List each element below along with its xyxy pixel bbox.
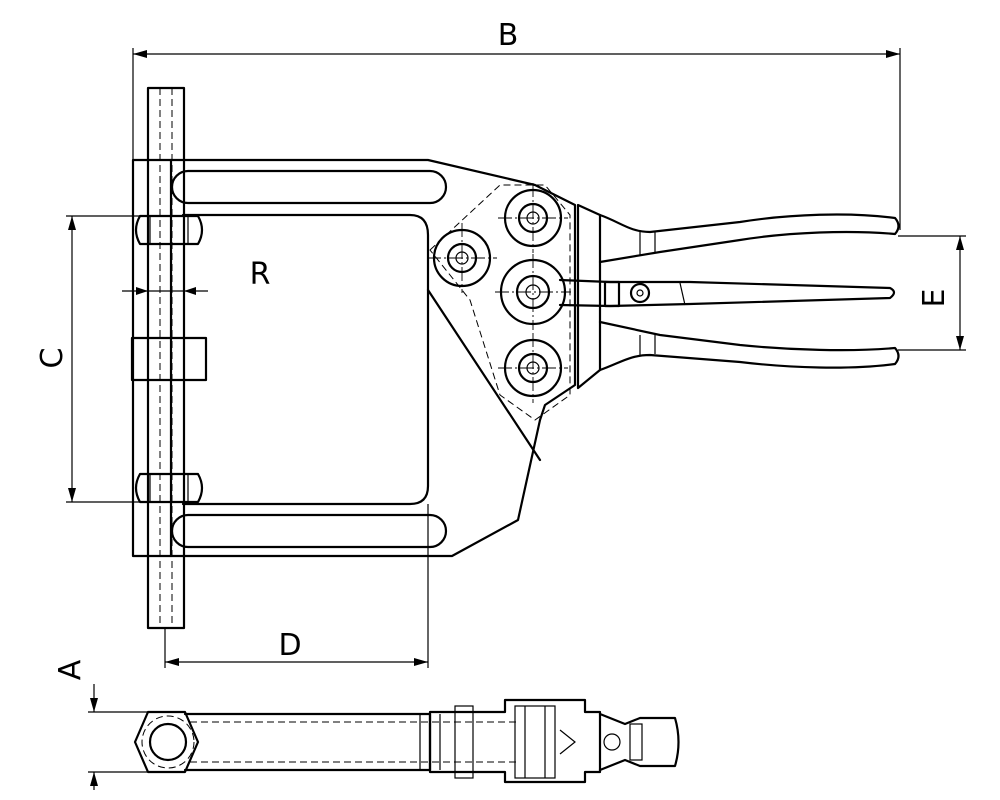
clamp-top-view (130, 86, 900, 630)
dimension-label-e: E (917, 289, 952, 308)
dimension-e: E (898, 235, 966, 351)
hex-nut-upper (134, 214, 204, 246)
dimension-b: B (132, 18, 901, 230)
side-linkage-block (428, 698, 602, 784)
pivot-pin-center (495, 254, 571, 330)
handle-lower (598, 320, 900, 372)
mounting-slot-upper (170, 169, 448, 205)
release-lever-collar (603, 280, 621, 308)
body-window (181, 213, 430, 506)
release-lever (558, 278, 896, 308)
dimension-label-d: D (278, 628, 301, 663)
mounting-slot-lower (170, 513, 448, 549)
pivot-pin-lower (498, 333, 568, 403)
dimension-label-a: A (53, 659, 88, 680)
body-web (426, 288, 542, 462)
handle-upper (598, 213, 900, 264)
dimension-a: A (53, 659, 150, 790)
dimension-d: D (164, 504, 429, 668)
dimension-r: R (122, 257, 270, 295)
hex-nut-lower (134, 472, 204, 504)
clamp-body (169, 158, 577, 558)
handle-hinge-block (576, 203, 602, 390)
release-lever-joint (679, 282, 686, 306)
spacer-block (130, 336, 208, 382)
dimension-label-r: R (250, 257, 271, 292)
pivot-pin-upper (498, 183, 568, 253)
pivot-pin-left (427, 223, 497, 293)
dimension-label-c: C (35, 348, 70, 369)
linkage-plate-hidden (429, 184, 571, 421)
release-lever-pin (629, 282, 651, 304)
threaded-rod (146, 86, 186, 630)
clamp-side-view (133, 698, 680, 784)
dimension-c: C (35, 215, 140, 503)
side-handle (598, 712, 680, 772)
rod-eye-end (133, 710, 200, 774)
dimension-label-b: B (498, 18, 519, 53)
